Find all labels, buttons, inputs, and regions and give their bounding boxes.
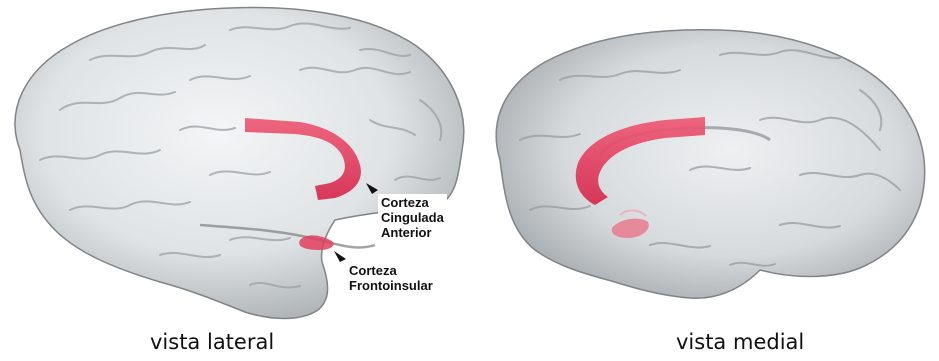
fic-pointer-arrow xyxy=(334,251,346,262)
medial-brain-outline xyxy=(496,30,924,299)
fic-highlight-lateral xyxy=(299,235,333,250)
acc-annotation: Corteza Cingulada Anterior xyxy=(378,194,447,241)
acc-annotation-line-3: Anterior xyxy=(381,225,444,240)
medial-brain xyxy=(496,30,924,299)
caption-medial: vista medial xyxy=(676,330,804,354)
acc-annotation-line-1: Corteza xyxy=(381,195,444,210)
fic-annotation-line-2: Frontoinsular xyxy=(349,278,433,293)
caption-lateral: vista lateral xyxy=(150,330,274,354)
acc-annotation-line-2: Cingulada xyxy=(381,210,444,225)
fic-annotation-line-1: Corteza xyxy=(349,263,433,278)
fic-annotation: Corteza Frontoinsular xyxy=(346,262,436,294)
